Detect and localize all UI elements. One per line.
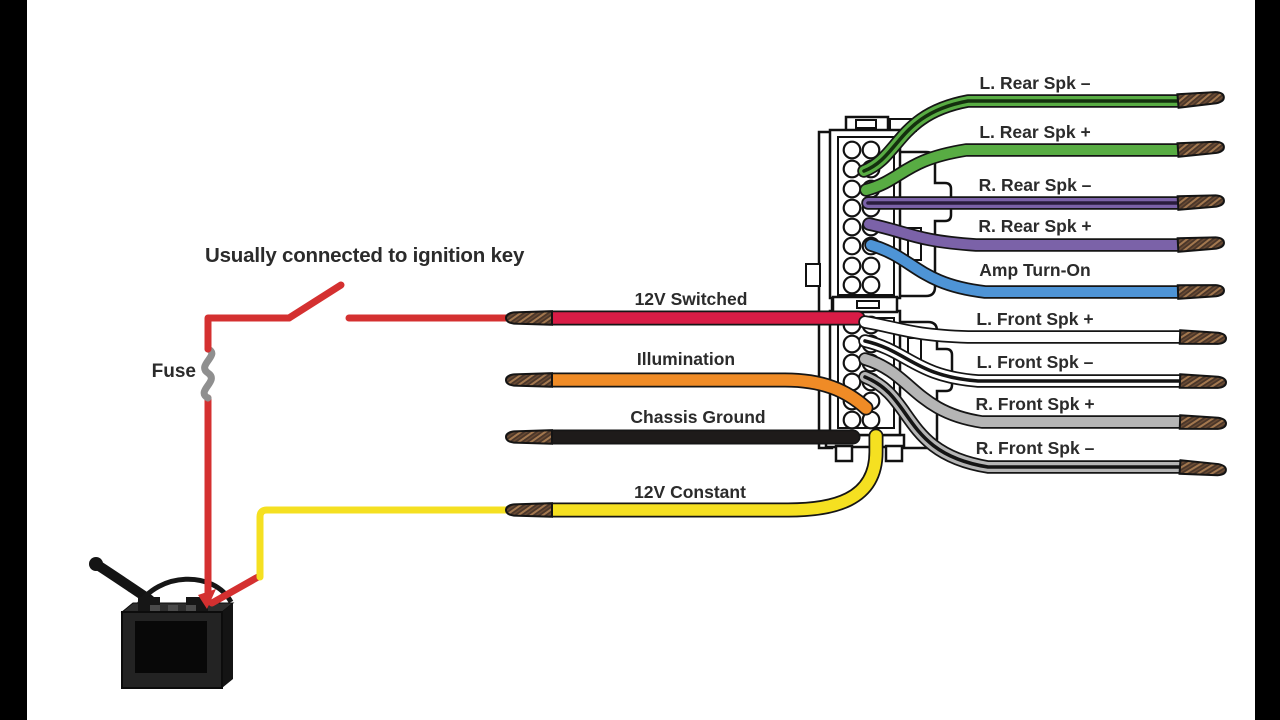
wire-label-r-front-spk-minus: R. Front Spk –: [976, 438, 1095, 458]
wire-label-12v-switched: 12V Switched: [635, 289, 748, 309]
wire-l-rear-spk-plus: [859, 143, 1185, 197]
connector-latch-notch: [805, 263, 821, 287]
wire-label-l-rear-spk-plus: L. Rear Spk +: [979, 122, 1090, 142]
bare-wire-end: [505, 310, 553, 326]
bare-wire-end: [505, 372, 553, 388]
bare-wire-end: [1176, 234, 1226, 253]
wire-label-l-front-spk-minus: L. Front Spk –: [977, 352, 1094, 372]
car-battery: [89, 557, 235, 689]
speaker-wires: [857, 89, 1228, 478]
wire-label-r-front-spk-plus: R. Front Spk +: [975, 394, 1094, 414]
ignition-switch-symbol: [285, 281, 345, 322]
bare-wire-end: [1178, 414, 1228, 432]
constant-feed-wire: [256, 506, 510, 581]
bare-wire-end: [505, 502, 553, 518]
wire-label-illumination: Illumination: [637, 349, 735, 369]
connector-foot: [884, 444, 904, 463]
battery-label-window: [135, 621, 207, 673]
constant-feed-jumper: [208, 573, 262, 607]
wire-r-front-spk-plus: [858, 352, 1187, 429]
power-circuit: [198, 281, 512, 609]
bare-wire-end: [1176, 192, 1226, 211]
fuse-label: Fuse: [152, 361, 196, 382]
battery-vent-cap: [186, 605, 196, 611]
pillarbox-right: [1255, 0, 1280, 720]
battery-side: [222, 603, 233, 688]
battery-cable-clamp: [89, 557, 103, 571]
pillarbox-left: [0, 0, 27, 720]
bare-wire-end: [505, 429, 553, 445]
bare-wire-end: [1178, 373, 1228, 391]
wire-label-l-rear-spk-minus: L. Rear Spk –: [980, 73, 1091, 93]
wire-label-r-rear-spk-minus: R. Rear Spk –: [979, 175, 1092, 195]
wire-amp-turn-on: [864, 238, 1185, 299]
battery-vent-cap: [168, 605, 178, 611]
fuse-symbol: [200, 345, 216, 402]
wire-label-r-rear-spk-plus: R. Rear Spk +: [978, 216, 1091, 236]
wire-illumination: [544, 372, 874, 416]
bare-wire-end: [1176, 282, 1226, 300]
wire-label-amp-turn-on: Amp Turn-On: [979, 260, 1090, 280]
battery-vent-cap: [150, 605, 160, 611]
wire-r-rear-spk-plus: [862, 217, 1185, 252]
wire-label-chassis-ground: Chassis Ground: [630, 407, 765, 427]
wire-12v-constant: [544, 428, 884, 518]
bare-wire-end: [1178, 329, 1228, 347]
head-unit-wires: [505, 310, 884, 518]
wire-l-front-spk-minus: [858, 334, 1187, 388]
wire-label-12v-constant: 12V Constant: [634, 482, 746, 502]
switched-power-wire: [204, 314, 293, 353]
connector-divider-slot: [856, 300, 880, 309]
connector-top-tab-slot: [855, 119, 877, 129]
connector-foot: [834, 444, 854, 463]
wire-l-rear-spk-minus: [857, 94, 1185, 178]
wire-arrow-tip: [198, 589, 216, 609]
wire-label-l-front-spk-plus: L. Front Spk +: [976, 309, 1093, 329]
ignition-note: Usually connected to ignition key: [205, 244, 525, 267]
wire-r-front-spk-minus: [858, 370, 1187, 474]
wire-l-front-spk-plus: [858, 315, 1187, 344]
